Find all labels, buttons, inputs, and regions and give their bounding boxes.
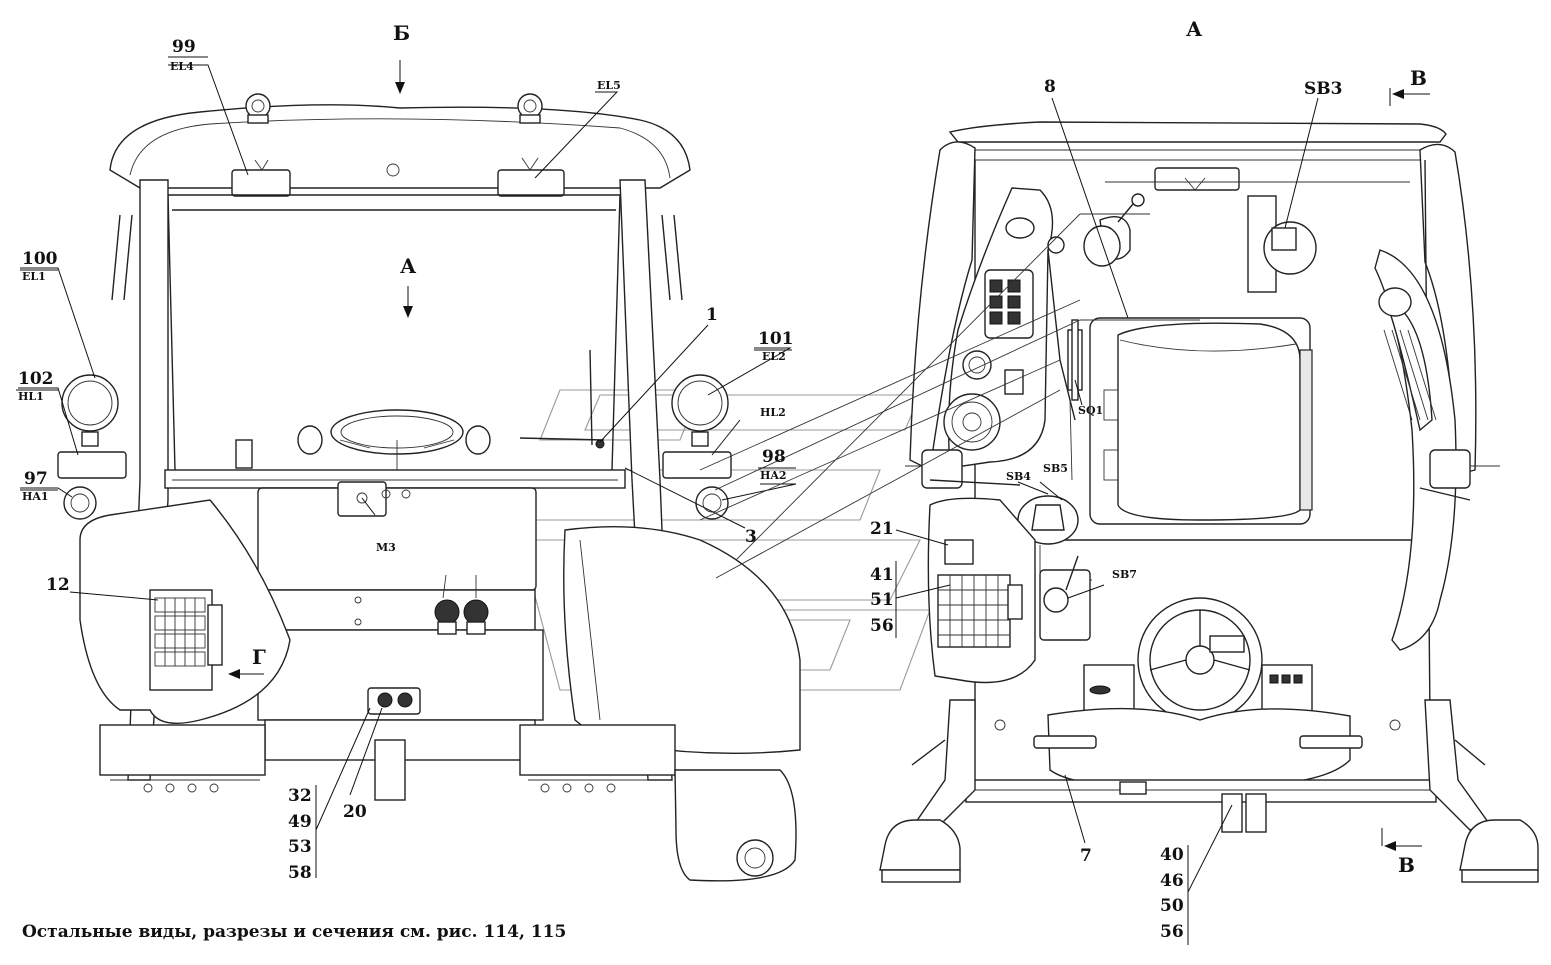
group-right-item: 50 [1160,896,1184,916]
group-left-item: 49 [288,812,312,832]
right-view-cab [879,121,1539,883]
callout-sq1: SQ1 [1078,404,1103,417]
callout-group-mid: 41 51 56 [870,565,894,636]
view-label-b: Б [393,21,410,45]
view-arrow-b [395,60,405,94]
leader-lines-left [18,64,797,878]
projection-lines [699,213,1200,579]
group-mid-item: 41 [870,565,894,585]
drawing-caption: Остальные виды, разрезы и сечения см. ри… [22,922,567,942]
group-mid-item: 56 [870,616,894,636]
view-label-v-bottom: В [1398,853,1415,877]
group-left-item: 53 [288,837,312,857]
callout-102-code: HL1 [18,390,44,403]
callout-102-num: 102 [18,369,54,389]
group-left-item: 32 [288,786,312,806]
view-arrow-a [403,286,413,318]
left-view-cab [57,93,801,882]
callout-group-right: 40 46 50 56 [1160,845,1184,942]
callout-el5: EL5 [597,79,621,92]
callout-97-num: 97 [24,469,48,489]
callout-100-num: 100 [22,249,58,269]
view-arrow-g [228,669,264,679]
callout-sb4: SB4 [1006,470,1031,483]
group-right-item: 56 [1160,922,1184,942]
callout-100-code: EL1 [22,270,46,283]
callout-101-code: EL2 [762,350,786,363]
callout-8: 8 [1044,77,1056,97]
view-label-g: Г [252,645,266,669]
callout-3: 3 [745,527,757,547]
callout-98-code: HA2 [760,469,787,482]
callout-sb7: SB7 [1112,568,1137,581]
group-left-item: 58 [288,863,312,883]
callout-99-code: EL4 [170,60,194,73]
group-mid-item: 51 [870,590,894,610]
callout-21: 21 [870,519,894,539]
callout-101-num: 101 [758,329,794,349]
vent-grille [1383,329,1437,421]
fuse-block-left [154,597,206,667]
callout-1: 1 [706,305,718,325]
view-label-v-top: В [1410,66,1427,90]
callout-m3: M3 [376,541,396,554]
callout-99-num: 99 [172,37,196,57]
section-arrow-v-top [1389,88,1430,106]
group-right-item: 40 [1160,845,1184,865]
callout-20: 20 [343,802,367,822]
fuse-block-right [937,574,1011,648]
leader-lines-right [895,97,1319,945]
view-label-a-left: А [400,254,417,278]
callout-sb3: SB3 [1304,79,1342,99]
group-right-item: 46 [1160,871,1184,891]
view-label-a-right: А [1186,17,1203,41]
callout-7: 7 [1080,846,1092,866]
callout-hl2: HL2 [760,406,786,419]
callout-12: 12 [46,575,70,595]
callout-underlines [16,56,796,491]
callout-sb5: SB5 [1043,462,1068,475]
callout-98-num: 98 [762,447,786,467]
section-arrow-v-bottom [1381,828,1422,851]
callout-97-code: HA1 [22,490,49,503]
callout-group-left: 32 49 53 58 [288,786,312,883]
